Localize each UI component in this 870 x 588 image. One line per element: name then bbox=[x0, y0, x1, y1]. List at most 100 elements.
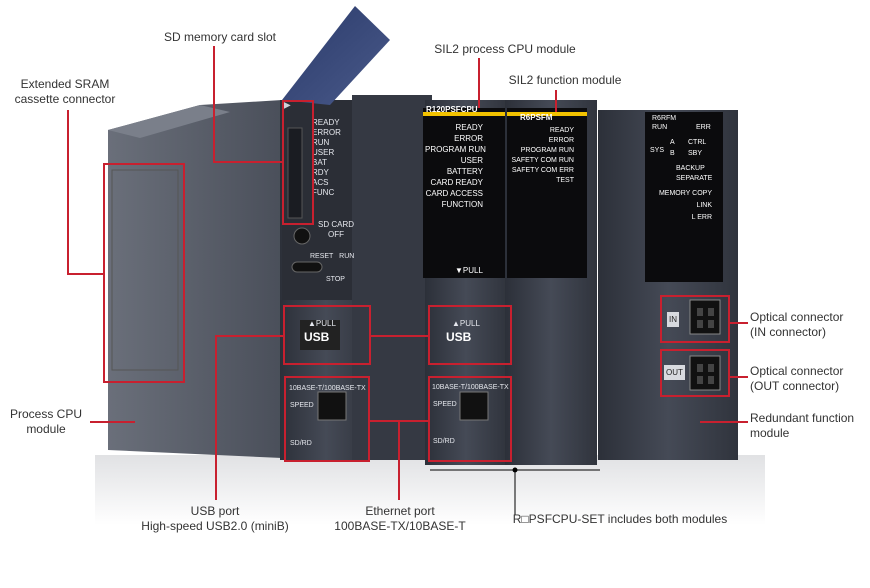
m4-b: B bbox=[670, 150, 675, 157]
sil2-function-module bbox=[505, 100, 597, 465]
m1-led-rdy: RDY bbox=[312, 168, 329, 177]
label-eth: Ethernet port 100BASE-TX/10BASE-T bbox=[330, 504, 470, 534]
label-redundant-line2: module bbox=[750, 426, 790, 440]
m1-usb-label: USB bbox=[304, 330, 330, 344]
m1-led-func: FUNC bbox=[312, 188, 335, 197]
callout-optical-in-box bbox=[660, 295, 730, 343]
m1-led-user: USER bbox=[312, 148, 335, 157]
m2-pull: ▲PULL bbox=[452, 319, 480, 328]
m3-led-ready: READY bbox=[549, 127, 574, 134]
label-process-cpu-line1: Process CPU bbox=[9, 407, 83, 421]
label-optical-out: Optical connector (OUT connector) bbox=[750, 364, 843, 394]
m2-led-ready: READY bbox=[455, 123, 483, 132]
m3-led-error: ERROR bbox=[548, 137, 574, 144]
label-optical-out-line1: Optical connector bbox=[750, 364, 844, 378]
leader-optical-out bbox=[730, 376, 748, 378]
label-sram: Extended SRAM cassette connector bbox=[5, 77, 125, 107]
m3-led-test: TEST bbox=[556, 177, 574, 184]
callout-eth2-box bbox=[428, 376, 512, 462]
m1-speed: SPEED bbox=[290, 402, 314, 409]
label-set-note: R□PSFCPU-SET includes both modules bbox=[512, 512, 728, 526]
m2-pull-down: ▼PULL bbox=[455, 266, 483, 275]
label-sil2-cpu: SIL2 process CPU module bbox=[434, 42, 576, 56]
m3-led-program-run: PROGRAM RUN bbox=[520, 147, 574, 154]
m4-link: LINK bbox=[696, 202, 712, 209]
callout-sram-box bbox=[103, 163, 185, 383]
m1-led-acs: ACS bbox=[312, 178, 329, 187]
m4-in: IN bbox=[667, 312, 679, 327]
leader-usb-h1 bbox=[215, 335, 284, 337]
m3-led-safety-com-err: SAFETY COM ERR bbox=[511, 167, 574, 174]
m1-run: RUN bbox=[339, 253, 355, 260]
m1-eth-title: 10BASE-T/100BASE-TX bbox=[289, 385, 366, 392]
m3-name: R6PSFM bbox=[520, 113, 553, 122]
m4-backup: BACKUP bbox=[676, 165, 705, 172]
label-redundant-line1: Redundant function bbox=[750, 411, 855, 425]
label-redundant: Redundant function module bbox=[750, 411, 854, 441]
redundant-function-module bbox=[598, 110, 738, 460]
m2-led-user: USER bbox=[460, 156, 483, 165]
leader-usb-v bbox=[215, 335, 217, 500]
svg-text:▶: ▶ bbox=[283, 100, 291, 111]
leader-usb-h2 bbox=[371, 335, 428, 337]
m1-led-bat: BAT bbox=[312, 158, 327, 167]
m4-run: RUN bbox=[652, 124, 668, 131]
m4-memory-copy: MEMORY COPY bbox=[658, 190, 712, 197]
label-usb-line2: High-speed USB2.0 (miniB) bbox=[141, 519, 289, 533]
leader-eth-h1 bbox=[370, 420, 428, 422]
leader-sil2-func bbox=[555, 90, 557, 112]
label-optical-out-line2: (OUT connector) bbox=[750, 379, 840, 393]
sd-card-cover bbox=[282, 6, 390, 105]
leader-sd-slot-h bbox=[213, 161, 283, 163]
m1-sdrd: SD/RD bbox=[290, 440, 312, 447]
leader-eth-v bbox=[398, 420, 400, 500]
label-optical-in: Optical connector (IN connector) bbox=[750, 310, 843, 340]
m2-eth-title: 10BASE-T/100BASE-TX bbox=[432, 384, 509, 391]
m1-pull: ▲PULL bbox=[308, 319, 336, 328]
m1-led-ready: READY bbox=[312, 118, 340, 127]
callout-eth1-box bbox=[284, 376, 370, 462]
m2-led-card-access: CARD ACCESS bbox=[425, 189, 483, 198]
m4-sys: SYS bbox=[650, 147, 665, 154]
m1-led-error: ERROR bbox=[312, 128, 341, 137]
label-sram-line1: Extended SRAM bbox=[20, 77, 110, 91]
m4-err: ERR bbox=[696, 124, 711, 131]
m1-led-run: RUN bbox=[312, 138, 330, 147]
m1-off: OFF bbox=[328, 230, 344, 239]
leader-sil2-cpu bbox=[478, 58, 480, 108]
label-eth-line2: 100BASE-TX/10BASE-T bbox=[334, 519, 466, 533]
label-optical-in-line1: Optical connector bbox=[750, 310, 844, 324]
m2-sdrd: SD/RD bbox=[433, 438, 455, 445]
m2-led-program-run: PROGRAM RUN bbox=[425, 145, 486, 154]
callout-optical-out-box bbox=[660, 349, 730, 397]
m1-sd-card: SD CARD bbox=[318, 220, 355, 229]
m2-led-function: FUNCTION bbox=[441, 200, 483, 209]
leader-optical-in bbox=[730, 322, 748, 324]
m4-ctrl: CTRL bbox=[688, 139, 707, 146]
m4-l-err: L ERR bbox=[691, 214, 712, 221]
m4-sby: SBY bbox=[688, 150, 703, 157]
label-usb: USB port High-speed USB2.0 (miniB) bbox=[130, 504, 300, 534]
label-process-cpu: Process CPU module bbox=[0, 407, 92, 437]
label-eth-line1: Ethernet port bbox=[365, 504, 435, 518]
label-sil2-func: SIL2 function module bbox=[508, 73, 622, 87]
leader-process-cpu bbox=[90, 421, 135, 423]
m2-speed: SPEED bbox=[433, 401, 457, 408]
label-sram-line2: cassette connector bbox=[14, 92, 116, 106]
callout-usb2-box bbox=[428, 305, 512, 365]
callout-sd-slot-box bbox=[282, 100, 314, 225]
leader-sram-h bbox=[67, 273, 104, 275]
m2-name: R120PSFCPU bbox=[426, 105, 478, 114]
label-optical-in-line2: (IN connector) bbox=[750, 325, 827, 339]
m3-led-safety-com-run: SAFETY COM RUN bbox=[511, 157, 575, 164]
label-sd-slot: SD memory card slot bbox=[163, 30, 277, 44]
leader-sram-v bbox=[67, 110, 69, 275]
m2-led-card-ready: CARD READY bbox=[430, 178, 483, 187]
leader-sd-slot bbox=[213, 46, 215, 162]
leader-redundant bbox=[700, 421, 748, 423]
m4-a: A bbox=[670, 139, 675, 146]
callout-usb1-box bbox=[283, 305, 371, 365]
m2-led-battery: BATTERY bbox=[446, 167, 483, 176]
label-usb-line1: USB port bbox=[190, 504, 240, 518]
